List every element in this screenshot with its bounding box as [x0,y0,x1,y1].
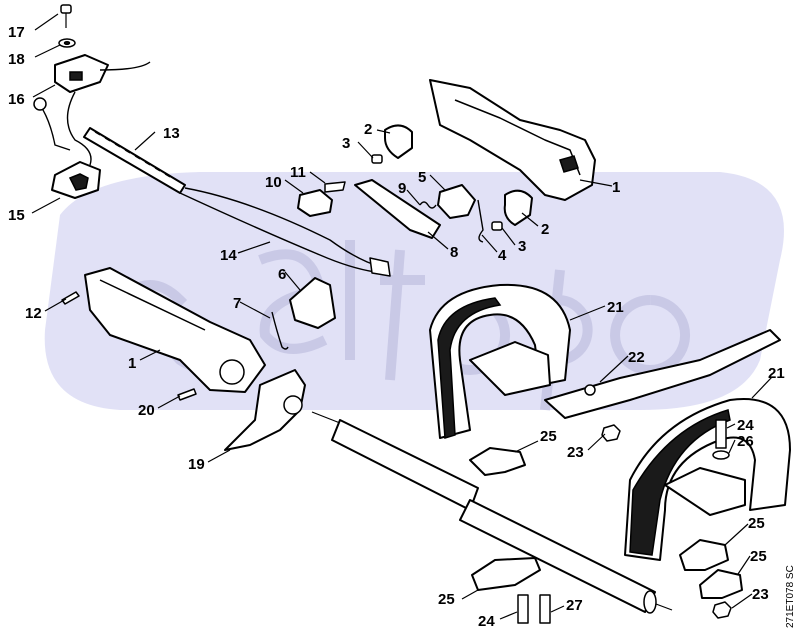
label-4: 4 [498,247,507,264]
label-19: 19 [188,456,205,473]
label-24-lower: 24 [478,613,495,630]
part-6-lever-block [289,277,336,329]
part-15-housing [51,161,101,199]
part-25-clamp-c [699,569,743,599]
part-23-nut-lower [712,601,732,619]
label-9: 9 [398,180,406,197]
label-23-lower: 23 [752,586,769,603]
label-3-upper: 3 [342,135,350,152]
label-12: 12 [25,305,42,322]
label-11: 11 [290,164,306,181]
label-25-a: 25 [540,428,557,445]
part-12-screw [61,291,80,305]
part-2-clamp-lower [503,189,533,226]
part-25-clamp-a [469,447,526,476]
part-13-throttle-cable [83,127,391,277]
part-23-nut-upper [601,424,621,442]
label-10: 10 [265,174,282,191]
part-4-spring [477,199,484,243]
part-1-handle-upper [429,79,596,201]
label-25-d: 25 [438,591,455,608]
label-6: 6 [278,266,286,283]
label-14: 14 [220,247,237,264]
part-22-bar [544,329,781,419]
part-24-screw-upper [715,419,727,449]
part-27-screw [539,594,551,624]
part-25-clamp-b [679,539,729,571]
part-3-screw-lower [491,221,503,231]
label-13: 13 [163,125,180,142]
part-21-handle-bar-right [624,398,791,561]
part-19-guard [224,369,306,451]
label-23-upper: 23 [567,444,584,461]
label-16: 16 [8,91,25,108]
label-7: 7 [233,295,241,312]
part-2-clamp-upper [384,124,413,159]
part-1-handle-lower [84,267,266,393]
part-3-screw-upper [371,154,383,164]
label-1-lower: 1 [128,355,136,372]
label-26: 26 [737,433,754,450]
part-25-clamp-d [471,557,541,591]
part-20-screw [177,388,197,401]
part-26-washer [712,450,730,460]
part-number-labels: 17 18 16 15 13 10 11 3 2 5 9 8 4 3 2 1 1… [8,24,785,630]
label-3-lower: 3 [518,238,526,255]
label-5: 5 [418,169,426,186]
label-15: 15 [8,207,25,224]
part-11-stop [324,181,346,193]
label-25-b: 25 [748,515,765,532]
part-10-slide [297,189,333,217]
part-9-spring [419,201,437,209]
label-18: 18 [8,51,25,68]
leader-lines [31,13,773,620]
label-17: 17 [8,24,25,41]
part-21-handle-bar-left [429,283,571,439]
label-25-c: 25 [750,548,767,565]
label-20: 20 [138,402,155,419]
label-2-lower: 2 [541,221,549,238]
label-22: 22 [628,349,645,366]
part-7-spring [271,311,289,350]
part-18-washer [58,38,76,48]
label-21-right: 21 [768,365,785,382]
label-8: 8 [450,244,458,261]
label-27: 27 [566,597,583,614]
drawing-code: 271ET078 SC [785,565,796,628]
part-17-screw [60,4,72,28]
drive-tube [311,411,673,614]
label-1-upper: 1 [612,179,620,196]
label-21-left: 21 [607,299,624,316]
label-2-upper: 2 [364,121,372,138]
part-8-lever [354,179,441,239]
part-24-screw-lower [517,594,529,624]
part-16-switch [33,54,151,166]
label-24-upper: 24 [737,417,754,434]
part-5-trigger [437,184,476,219]
